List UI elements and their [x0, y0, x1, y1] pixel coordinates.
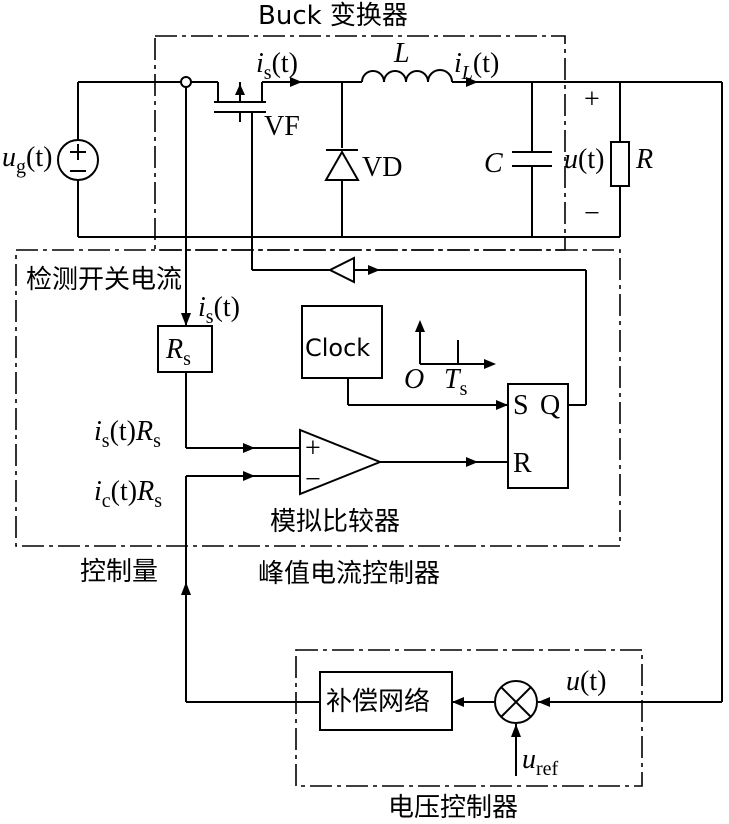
vf-label: VF — [264, 111, 300, 142]
feedback-voltage-label: u(t) — [566, 666, 606, 697]
sense-resistor-rs-box — [157, 325, 213, 373]
compensation-network-box — [319, 671, 453, 731]
sensed-voltage-label: is(t)Rs — [94, 416, 161, 452]
sense-resistor-label: Rs — [165, 334, 191, 370]
clock-waveform-axis — [415, 320, 496, 369]
output-minus-label: − — [584, 198, 600, 229]
clock-box — [301, 305, 383, 379]
gate-driver-buffer-symbol — [327, 256, 355, 284]
sr-r-label: R — [513, 448, 532, 479]
analog-comparator-symbol — [299, 428, 383, 496]
reference-voltage-label: uref — [522, 744, 559, 780]
summing-junction-symbol — [494, 680, 538, 724]
comparator-plus-label: + — [305, 433, 321, 464]
peak-current-controller-label: 峰值电流控制器 — [258, 559, 440, 589]
clock-period-label: Ts — [444, 364, 468, 400]
inductor-l-symbol — [361, 69, 453, 83]
peak-current-controller-frame — [15, 249, 621, 547]
sense-switch-current-label: 检测开关电流 — [26, 265, 182, 295]
load-resistor-label: R — [635, 144, 653, 175]
clock-label: Clock — [305, 334, 370, 362]
voltage-controller-frame — [295, 649, 643, 787]
control-quantity-label: 控制量 — [80, 557, 158, 587]
sensed-current-label: is(t) — [198, 292, 240, 328]
voltage-source-symbol — [57, 139, 99, 181]
power-stage-wires — [77, 81, 722, 238]
comparator-minus-label: − — [305, 464, 321, 495]
compensation-network-label: 补偿网络 — [326, 687, 430, 717]
axis-origin-label: O — [404, 364, 424, 395]
output-plus-label: + — [584, 84, 600, 115]
sr-latch-box — [507, 383, 569, 489]
switch-current-label: is(t) — [256, 48, 298, 84]
output-voltage-label: u(t) — [564, 144, 604, 175]
sr-q-label: Q — [540, 390, 560, 421]
inductor-current-label: iL(t) — [454, 48, 499, 84]
current-sense-node — [180, 76, 192, 88]
source-voltage-label: ug(t) — [2, 142, 52, 178]
load-resistor-r-symbol — [610, 141, 630, 187]
vd-label: VD — [362, 152, 402, 183]
diode-vd-symbol — [324, 149, 360, 181]
control-voltage-label: ic(t)Rs — [94, 476, 162, 512]
inductor-label: L — [393, 38, 410, 69]
controller-wires — [185, 82, 723, 776]
buck-converter-frame — [154, 35, 566, 251]
capacitor-c-symbol — [512, 151, 552, 167]
voltage-controller-label: 电压控制器 — [388, 793, 518, 823]
sr-s-label: S — [513, 390, 529, 421]
capacitor-label: C — [484, 148, 503, 179]
buck-converter-label: Buck 变换器 — [258, 1, 408, 31]
analog-comparator-label: 模拟比较器 — [270, 507, 400, 537]
mosfet-vf-symbol — [214, 82, 266, 270]
